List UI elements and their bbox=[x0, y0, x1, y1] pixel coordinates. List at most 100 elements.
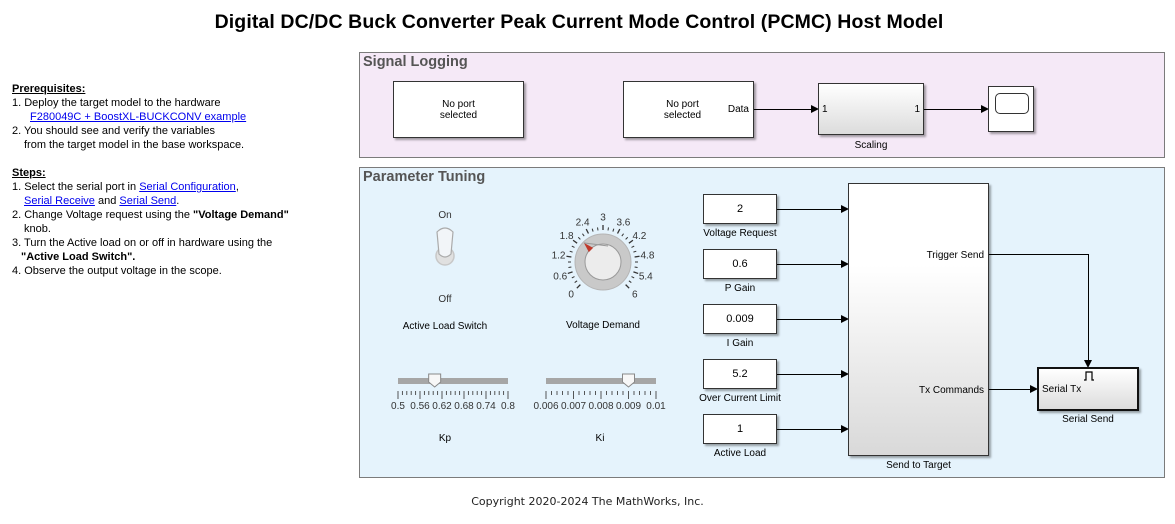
constant-value: 1 bbox=[736, 423, 744, 435]
serial-send-link[interactable]: Serial Send bbox=[119, 195, 177, 207]
slider-tick-label: 0.56 bbox=[410, 401, 430, 412]
constant-block[interactable]: 0.009 bbox=[703, 304, 777, 334]
signal-line[interactable] bbox=[777, 264, 841, 265]
constant-block[interactable]: 0.6 bbox=[703, 249, 777, 279]
step-2-text: 2. Change Voltage request using the bbox=[12, 209, 194, 221]
constant-label: Active Load bbox=[713, 448, 767, 459]
scaling-block[interactable]: 1 1 bbox=[818, 83, 924, 135]
knob-tick bbox=[591, 228, 594, 232]
slider-tick-label: 0.006 bbox=[533, 401, 559, 412]
block-text: selected bbox=[439, 109, 478, 121]
serial-send-block[interactable]: Serial Tx bbox=[1037, 367, 1139, 411]
tx-line[interactable] bbox=[989, 389, 1031, 390]
signal-line[interactable] bbox=[777, 319, 841, 320]
step-1-end: . bbox=[176, 195, 180, 207]
send-to-target-label: Send to Target bbox=[886, 460, 951, 471]
switch-off-label: Off bbox=[438, 294, 452, 305]
step-1-text: 1. Select the serial port in bbox=[12, 181, 140, 193]
knob-tick bbox=[621, 233, 624, 237]
constant-block[interactable]: 1 bbox=[703, 414, 777, 444]
scope-screen-icon bbox=[995, 93, 1029, 114]
serial-receive-link[interactable]: Serial Receive bbox=[24, 195, 95, 207]
ki-label: Ki bbox=[595, 433, 605, 444]
arrow-icon bbox=[1030, 385, 1038, 393]
send-to-target-block[interactable]: Trigger Send Tx Commands bbox=[848, 183, 989, 456]
slider-track[interactable] bbox=[398, 378, 508, 384]
slider-track-svg[interactable] bbox=[392, 370, 514, 402]
signal-line[interactable] bbox=[754, 109, 812, 110]
step-1-comma: , bbox=[235, 181, 239, 193]
arrow-icon bbox=[841, 425, 849, 433]
scaling-label: Scaling bbox=[854, 140, 888, 151]
trigger-send-port: Trigger Send bbox=[926, 250, 984, 261]
step-4: 4. Observe the output voltage in the sco… bbox=[12, 265, 222, 277]
signal-line[interactable] bbox=[777, 374, 841, 375]
knob-tick-label: 1.8 bbox=[560, 231, 574, 242]
knob-tick-label: 2.4 bbox=[576, 217, 590, 228]
knob-tick bbox=[628, 280, 632, 283]
knob-tick bbox=[633, 271, 639, 275]
slider-tick-label: 0.8 bbox=[501, 401, 515, 412]
knob-tick-label: 3.6 bbox=[616, 217, 630, 228]
slider-tick-label: 0.62 bbox=[432, 401, 452, 412]
serial-send-label: Serial Send bbox=[1062, 414, 1114, 425]
prerequisites-note: Prerequisites: 1. Deploy the target mode… bbox=[12, 82, 246, 152]
step-2-bold: "Voltage Demand" bbox=[193, 209, 289, 221]
constant-value: 5.2 bbox=[732, 368, 748, 380]
data-port-label: Data bbox=[727, 104, 749, 115]
slider-thumb[interactable] bbox=[428, 373, 442, 388]
signal-logging-title: Signal Logging bbox=[363, 54, 468, 70]
slider-tick-label: 0.5 bbox=[391, 401, 405, 412]
trigger-pulse-icon bbox=[1084, 371, 1094, 381]
step-3-bold: "Active Load Switch". bbox=[21, 251, 136, 263]
knob-pointer-icon[interactable] bbox=[583, 242, 594, 253]
model-title: Digital DC/DC Buck Converter Peak Curren… bbox=[214, 11, 944, 33]
knob-tick-label: 4.8 bbox=[640, 250, 654, 261]
active-load-switch[interactable] bbox=[430, 226, 460, 270]
slider-thumb[interactable] bbox=[622, 373, 635, 388]
trigger-line[interactable] bbox=[989, 254, 1088, 255]
serial-configuration-link[interactable]: Serial Configuration bbox=[139, 181, 236, 193]
signal-line[interactable] bbox=[777, 429, 841, 430]
serial-tx-port: Serial Tx bbox=[1042, 384, 1082, 395]
example-link[interactable]: F280049C + BoostXL-BUCKCONV example bbox=[30, 111, 247, 123]
scope-block[interactable] bbox=[988, 86, 1034, 132]
knob-tick bbox=[628, 239, 634, 244]
slider-tick-label: 0.007 bbox=[560, 401, 587, 412]
steps-header: Steps: bbox=[12, 167, 46, 179]
constant-label: Over Current Limit bbox=[699, 393, 781, 404]
constant-value: 0.6 bbox=[732, 258, 748, 270]
step-2: 2. Change Voltage request using the "Vol… bbox=[12, 208, 289, 222]
trigger-line-vertical[interactable] bbox=[1088, 254, 1089, 361]
knob-tick bbox=[567, 271, 573, 275]
constant-block[interactable]: 5.2 bbox=[703, 359, 777, 389]
knob-tick bbox=[631, 276, 635, 279]
signal-line[interactable] bbox=[777, 209, 841, 210]
slider-track-svg[interactable] bbox=[540, 370, 662, 402]
block-text: No port bbox=[666, 98, 699, 110]
knob-tick bbox=[576, 284, 581, 289]
block-text: selected bbox=[663, 109, 702, 121]
knob-center[interactable] bbox=[584, 243, 622, 281]
slider-tick-label: 0.009 bbox=[615, 401, 642, 412]
slider-tick-label: 0.74 bbox=[476, 401, 496, 412]
slider-tick-label: 0.008 bbox=[588, 401, 614, 412]
knob-tick-label: 5.4 bbox=[639, 271, 653, 282]
block-text: No port bbox=[442, 98, 475, 110]
constant-block[interactable]: 2 bbox=[703, 194, 777, 224]
knob-tick bbox=[585, 228, 590, 234]
knob-tick bbox=[625, 236, 629, 240]
constant-label: I Gain bbox=[726, 338, 754, 349]
arrow-icon bbox=[841, 205, 849, 213]
knob-tick-label: 6 bbox=[632, 289, 638, 300]
slider-track[interactable] bbox=[546, 378, 656, 384]
signal-line[interactable] bbox=[924, 109, 982, 110]
slider-tick-label: 0.68 bbox=[454, 401, 474, 412]
knob-tick bbox=[571, 245, 575, 248]
knob-tick bbox=[569, 250, 573, 253]
